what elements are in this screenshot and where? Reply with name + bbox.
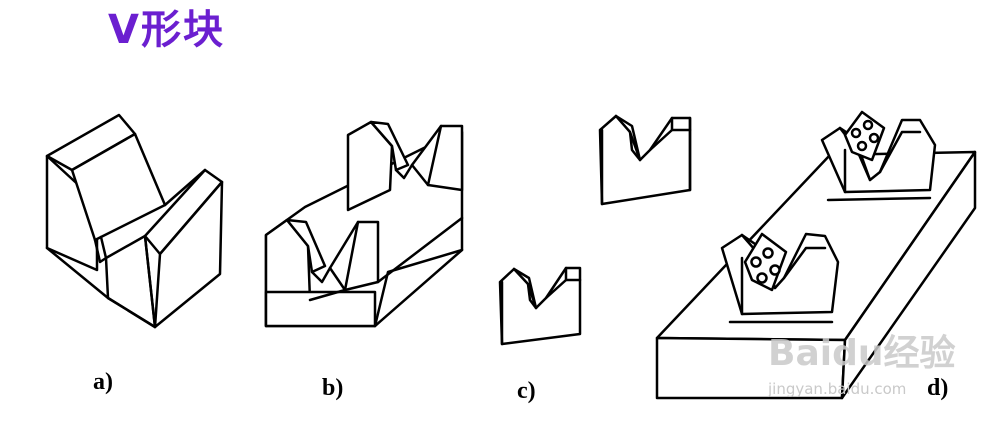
figure-c-v-blocks bbox=[498, 114, 692, 346]
watermark-url: jingyan.baidu.com bbox=[768, 380, 907, 398]
caption-d: d) bbox=[927, 375, 949, 401]
watermark-logo: Baidu经验 bbox=[768, 333, 956, 374]
caption-c: c) bbox=[517, 378, 536, 404]
figure-d-fixture bbox=[655, 110, 977, 400]
page-title: V形块 bbox=[108, 7, 225, 53]
caption-a: a) bbox=[93, 369, 113, 395]
caption-b: b) bbox=[322, 375, 344, 401]
figure-b-v-block bbox=[264, 120, 464, 328]
figure-a-v-block bbox=[45, 113, 224, 329]
